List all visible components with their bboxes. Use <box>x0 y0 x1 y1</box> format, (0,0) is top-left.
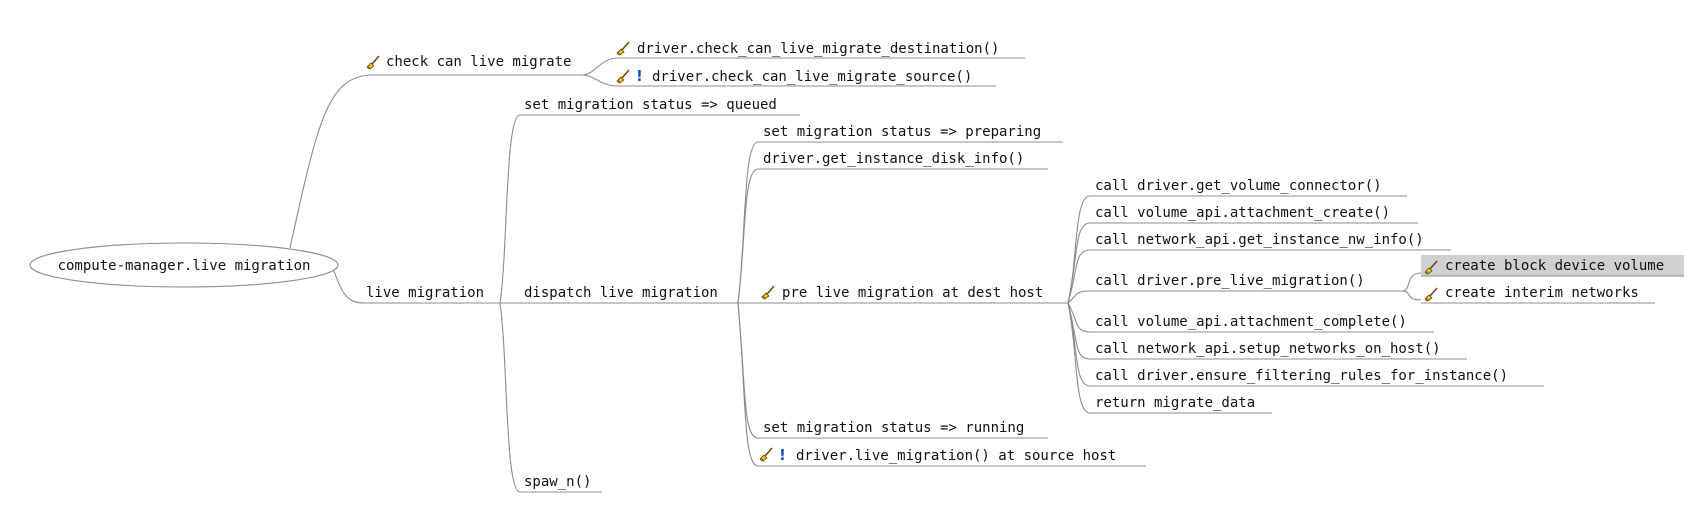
edge-dispatch-source <box>737 302 759 467</box>
exclamation-icon: ! <box>636 67 643 85</box>
edge-root-check <box>289 74 374 249</box>
edge-live-queued <box>499 114 521 304</box>
node-return-migrate-data[interactable]: return migrate_data <box>1095 395 1255 411</box>
edge-pre-nwinfo <box>1067 249 1091 304</box>
broom-icon <box>616 69 630 84</box>
broom-icon <box>366 55 380 70</box>
node-status-queued[interactable]: set migration status => queued <box>524 97 777 113</box>
edge-live-spawn <box>499 302 521 493</box>
connectors <box>289 57 1422 493</box>
edge-pre-prelive <box>1067 290 1091 304</box>
node-get-instance-nw-info[interactable]: call network_api.get_instance_nw_info() <box>1095 232 1424 248</box>
node-attachment-create[interactable]: call volume_api.attachment_create() <box>1095 205 1390 221</box>
edge-check-source <box>581 74 619 87</box>
node-create-block-device-volume[interactable]: create block device volume <box>1445 258 1664 274</box>
root-node-ellipse[interactable] <box>29 242 339 288</box>
node-check-can-live-migrate[interactable]: check can live migrate <box>386 54 571 70</box>
edge-prelive-interim <box>1401 290 1422 301</box>
node-create-interim-networks[interactable]: create interim networks <box>1445 285 1639 301</box>
node-get-volume-connector[interactable]: call driver.get_volume_connector() <box>1095 178 1382 194</box>
edge-prelive-block <box>1401 272 1422 292</box>
edge-root-live <box>331 264 366 304</box>
broom-icon <box>616 41 630 56</box>
edge-check-destination <box>581 57 619 76</box>
node-dispatch-live-migration[interactable]: dispatch live migration <box>524 285 718 301</box>
node-ensure-filtering-rules[interactable]: call driver.ensure_filtering_rules_for_i… <box>1095 368 1508 384</box>
edge-pre-return <box>1067 302 1091 414</box>
broom-icon <box>759 447 773 462</box>
node-check-destination[interactable]: driver.check_can_live_migrate_destinatio… <box>637 41 999 57</box>
node-spawn[interactable]: spaw_n() <box>524 474 591 490</box>
edge-pre-attachcomplete <box>1067 302 1091 333</box>
edge-dispatch-running <box>737 302 759 439</box>
broom-icon <box>1424 287 1438 302</box>
node-live-migration[interactable]: live migration <box>366 285 484 301</box>
node-setup-networks-on-host[interactable]: call network_api.setup_networks_on_host(… <box>1095 341 1441 357</box>
edge-pre-setupnet <box>1067 302 1091 360</box>
broom-icon <box>761 285 775 300</box>
exclamation-icon: ! <box>779 446 786 464</box>
root-node[interactable]: compute-manager.live migration <box>58 258 311 274</box>
node-pre-live-migration-dest[interactable]: pre live migration at dest host <box>782 285 1043 301</box>
node-status-running[interactable]: set migration status => running <box>763 420 1024 436</box>
node-status-preparing[interactable]: set migration status => preparing <box>763 124 1041 140</box>
edge-dispatch-diskinfo <box>737 168 759 304</box>
selected-node-highlight <box>1421 255 1684 276</box>
node-source-live-migration[interactable]: driver.live_migration() at source host <box>796 448 1116 464</box>
edge-pre-attachcreate <box>1067 222 1091 304</box>
node-disk-info[interactable]: driver.get_instance_disk_info() <box>763 151 1024 167</box>
node-check-source[interactable]: driver.check_can_live_migrate_source() <box>652 69 972 85</box>
node-attachment-complete[interactable]: call volume_api.attachment_complete() <box>1095 314 1407 330</box>
node-pre-live-migration-call[interactable]: call driver.pre_live_migration() <box>1095 273 1365 289</box>
